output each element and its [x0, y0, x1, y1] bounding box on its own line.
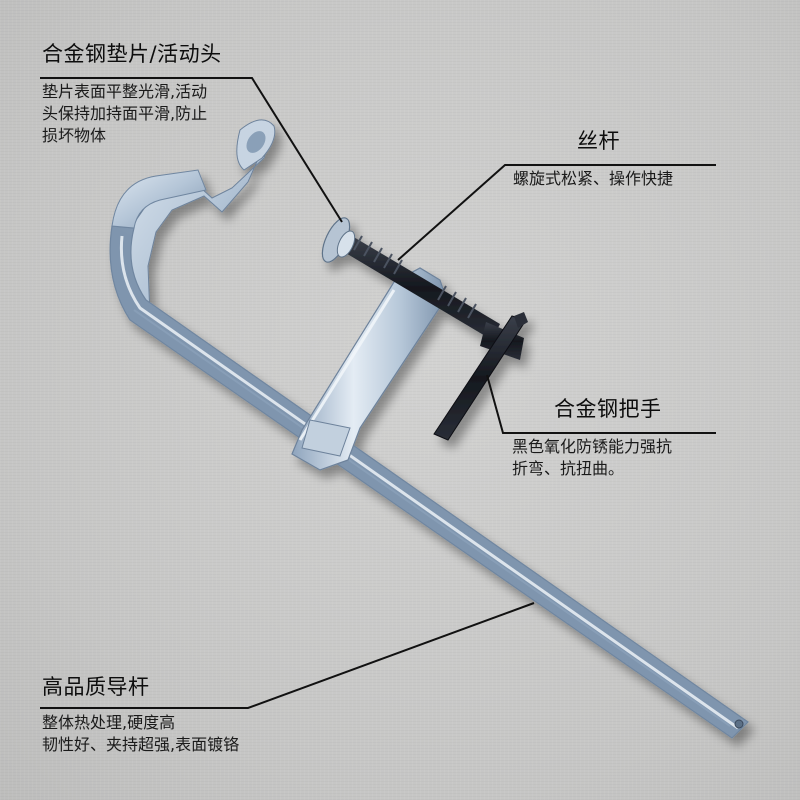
callout-pad-line: 垫片表面平整光滑,活动 [42, 82, 208, 101]
callout-rail: 高品质导杆 整体热处理,硬度高 韧性好、夹持超强,表面镀铬 [42, 671, 239, 756]
callout-pad-title: 合金钢垫片/活动头 [42, 42, 222, 66]
threaded-screw [321, 217, 500, 340]
leader-line-rail [40, 602, 535, 709]
leader-line-pad [40, 77, 343, 223]
leader-line-screw [397, 164, 716, 261]
callout-rail-line: 韧性好、夹持超强,表面镀铬 [42, 735, 240, 754]
leader-line-handle [486, 374, 716, 434]
callout-pad-line: 损坏物体 [42, 126, 107, 145]
callout-handle: 合金钢把手 黑色氧化防锈能力强抗 折弯、抗扭曲。 [512, 393, 672, 480]
callout-handle-line: 黑色氧化防锈能力强抗 [512, 437, 673, 456]
callout-rail-title: 高品质导杆 [42, 675, 150, 699]
sliding-arm [291, 267, 447, 471]
leader-lines [40, 77, 716, 709]
callout-rail-description: 整体热处理,硬度高 韧性好、夹持超强,表面镀铬 [42, 712, 239, 756]
callout-screw-description: 螺旋式松紧、操作快捷 [513, 168, 713, 190]
callout-handle-description: 黑色氧化防锈能力强抗 折弯、抗扭曲。 [512, 436, 672, 480]
callout-screw-line: 螺旋式松紧、操作快捷 [513, 169, 674, 188]
callout-pad-line: 头保持加持面平滑,防止 [42, 104, 208, 123]
callout-screw-title: 丝杆 [577, 129, 620, 153]
callout-handle-line: 折弯、抗扭曲。 [512, 459, 625, 478]
callout-handle-title: 合金钢把手 [554, 397, 662, 421]
callout-pad: 合金钢垫片/活动头 垫片表面平整光滑,活动 头保持加持面平滑,防止 损坏物体 [42, 38, 222, 147]
callout-screw: 丝杆 螺旋式松紧、操作快捷 [513, 125, 713, 190]
callout-pad-description: 垫片表面平整光滑,活动 头保持加持面平滑,防止 损坏物体 [42, 81, 222, 147]
guide-rail [109, 169, 749, 739]
callout-rail-line: 整体热处理,硬度高 [42, 713, 176, 732]
t-handle [433, 312, 528, 441]
